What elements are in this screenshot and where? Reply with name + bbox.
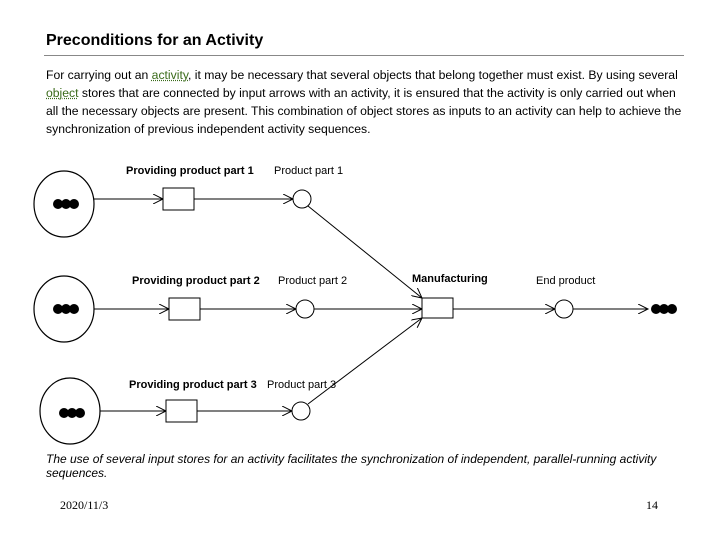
end-product-label: End product xyxy=(536,275,595,287)
end-product-store xyxy=(554,299,574,319)
intro-paragraph: For carrying out an activity, it may be … xyxy=(46,66,686,138)
intro-text-3: stores that are connected by input arrow… xyxy=(46,86,682,136)
start-node-1 xyxy=(33,170,95,238)
object-store-3 xyxy=(291,401,311,421)
activity-label-2: Providing product part 2 xyxy=(132,275,260,287)
activity-label-3: Providing product part 3 xyxy=(129,379,257,391)
page-number: 14 xyxy=(646,498,658,512)
diagram-caption: The use of several input stores for an a… xyxy=(46,452,657,480)
arrow-part1-to-manufacturing xyxy=(307,205,422,298)
activity-box-3 xyxy=(165,399,198,423)
title-divider xyxy=(44,55,684,56)
activity-box-1 xyxy=(162,187,195,211)
start-node-3 xyxy=(39,377,101,445)
object-label-2: Product part 2 xyxy=(278,275,347,287)
object-store-1 xyxy=(292,189,312,209)
manufacturing-label: Manufacturing xyxy=(412,273,488,285)
object-store-2 xyxy=(295,299,315,319)
arrow-part3-to-manufacturing xyxy=(307,318,422,405)
slide-title: Preconditions for an Activity xyxy=(46,32,264,49)
intro-text-2: , it may be necessary that several objec… xyxy=(188,68,678,82)
activity-box-2 xyxy=(168,297,201,321)
activity-label-1: Providing product part 1 xyxy=(126,165,254,177)
manufacturing-box xyxy=(421,297,454,319)
object-label-1: Product part 1 xyxy=(274,165,343,177)
activity-link[interactable]: activity xyxy=(151,68,189,82)
object-link[interactable]: object xyxy=(46,86,79,100)
object-label-3: Product part 3 xyxy=(267,379,336,391)
footer-date: 2020/11/3 xyxy=(60,498,109,512)
end-node xyxy=(651,304,677,314)
intro-text-1: For carrying out an xyxy=(46,68,152,82)
start-node-2 xyxy=(33,275,95,343)
